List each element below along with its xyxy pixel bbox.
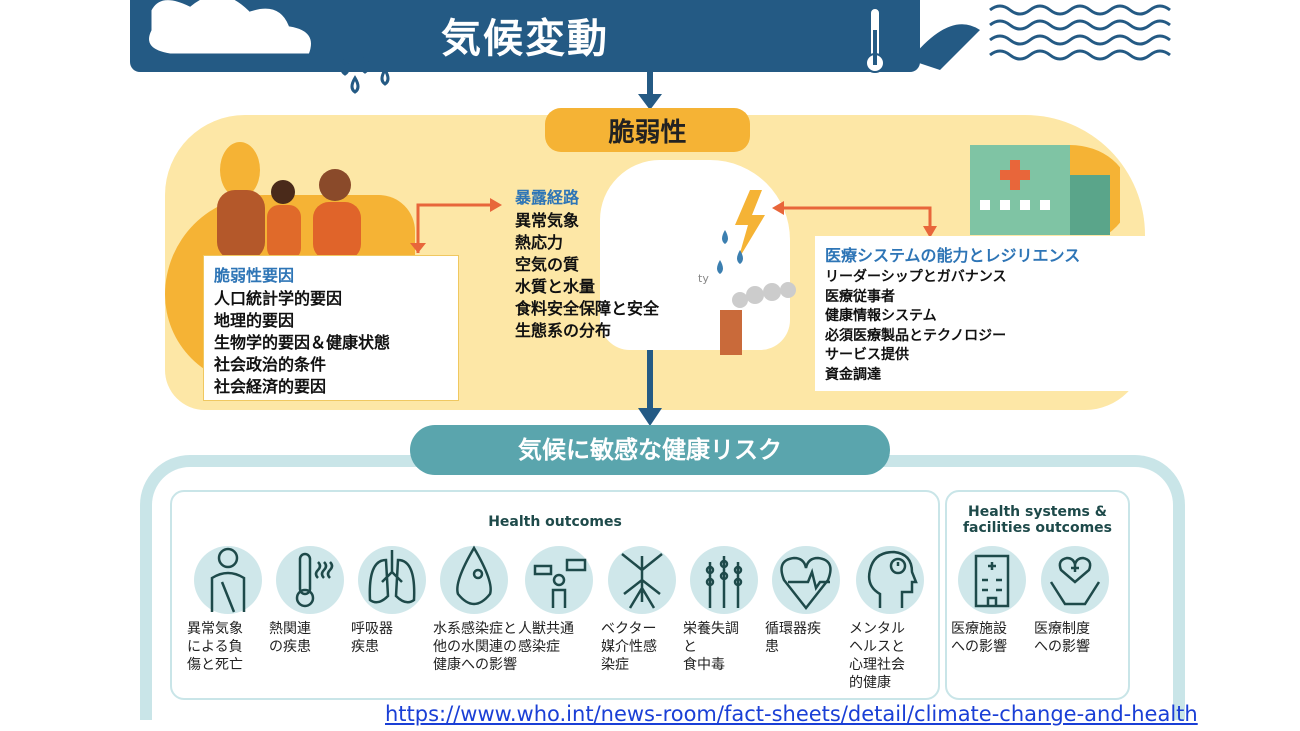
- outcome-item: 循環器疾 患: [764, 546, 848, 656]
- exposure-item: 生態系の分布: [515, 321, 612, 340]
- health-system-title: 医療システムの能力とレジリエンス: [825, 246, 1081, 265]
- health-system-item: 医療従事者: [825, 288, 895, 305]
- exposure-item: 空気の質: [515, 255, 580, 274]
- rain-cloud-icon: [146, 0, 390, 94]
- outcome-label: 人獣共通 感染症: [518, 621, 574, 655]
- outcome-item: 水系感染症と 他の水関連の 健康への影響: [432, 545, 517, 674]
- facility-outcomes-title: Health systems & facilities outcomes: [962, 504, 1113, 536]
- hospital-icon: [970, 145, 1120, 235]
- factor-item: 人口統計学的要因: [214, 289, 343, 308]
- exposure-item: 水質と水量: [515, 277, 596, 296]
- vulnerability-title: 脆弱性: [608, 118, 687, 148]
- zoonotic-icon: [525, 546, 593, 614]
- outcome-item: 医療制度 への影響: [1033, 546, 1117, 656]
- thermometer-icon: [865, 7, 885, 73]
- health-system-item: リーダーシップとガバナンス: [825, 269, 1007, 285]
- outcome-item: ベクター 媒介性感 染症: [600, 546, 684, 674]
- injury-icon: [194, 546, 262, 614]
- factor-item: 社会経済的要因: [214, 377, 327, 396]
- storm-factory-icon: [717, 190, 796, 355]
- exposure-title: 暴露経路: [515, 188, 580, 207]
- outcome-label: 栄養失調 と 食中毒: [683, 621, 739, 673]
- source-link[interactable]: https://www.who.int/news-room/fact-sheet…: [385, 702, 1198, 726]
- arrow-down-icon: [638, 70, 662, 110]
- care-hands-icon: [1041, 546, 1109, 614]
- factor-item: 地理的要因: [214, 311, 295, 330]
- lungs-icon: [358, 546, 426, 614]
- double-arrow-right-icon: [772, 201, 937, 238]
- health-system-item: 健康情報システム: [825, 308, 937, 324]
- exposure-pathways-box: 暴露経路 異常気象 熱応力 空気の質 水質と水量 食料安全保障と安全 生態系の分…: [505, 178, 700, 350]
- outcome-item: 熱関連 の疾患: [268, 546, 352, 656]
- waves-icon: [910, 4, 1171, 70]
- exposure-item: 異常気象: [515, 211, 580, 230]
- outcome-label: 医療施設 への影響: [951, 621, 1007, 655]
- vulnerability-tab: [545, 108, 750, 152]
- arrow-down-icon: [638, 350, 662, 426]
- health-outcomes-title: Health outcomes: [488, 514, 622, 530]
- outcome-label: 循環器疾 患: [765, 621, 821, 655]
- health-system-item: 資金調達: [825, 366, 881, 383]
- factor-item: 社会政治的条件: [214, 355, 327, 374]
- outcome-label: ベクター 媒介性感 染症: [601, 621, 657, 673]
- text-fragment: ty: [698, 272, 709, 285]
- people-illustration: [217, 142, 361, 260]
- hospital-icon: [958, 546, 1026, 614]
- health-system-item: 必須医療製品とテクノロジー: [825, 327, 1007, 344]
- exposure-item: 熱応力: [515, 233, 564, 252]
- water-drop-icon: [440, 545, 508, 614]
- outcome-item: 人獣共通 感染症: [517, 546, 601, 656]
- outcome-label: 水系感染症と 他の水関連の 健康への影響: [433, 621, 517, 673]
- vulnerability-factors-title: 脆弱性要因: [214, 266, 295, 285]
- health-system-capacity-box: 医療システムの能力とレジリエンス リーダーシップとガバナンス 医療従事者 健康情…: [815, 236, 1145, 391]
- outcome-item: 医療施設 への影響: [950, 546, 1034, 656]
- outcome-item: 栄養失調 と 食中毒: [682, 546, 766, 674]
- climate-health-risks-title: 気候に敏感な健康リスク: [410, 425, 890, 475]
- double-arrow-left-icon: [410, 198, 502, 253]
- factor-item: 生物学的要因＆健康状態: [214, 333, 391, 352]
- outcome-label: 異常気象 による負 傷と死亡: [187, 621, 243, 673]
- mosquito-icon: [608, 546, 676, 614]
- outcome-item: メンタル ヘルスと 心理社会 的健康: [848, 546, 932, 692]
- outcome-label: メンタル ヘルスと 心理社会 的健康: [849, 621, 905, 691]
- outcome-label: 熱関連 の疾患: [269, 621, 311, 655]
- outcome-item: 異常気象 による負 傷と死亡: [186, 546, 270, 674]
- health-system-item: サービス提供: [825, 347, 909, 363]
- exposure-item: 食料安全保障と安全: [515, 299, 660, 318]
- thermometer-icon: [276, 546, 344, 614]
- outcome-item: 呼吸器 疾患: [350, 546, 434, 656]
- outcome-label: 呼吸器 疾患: [351, 621, 393, 655]
- heart-icon: [772, 546, 840, 614]
- mental-health-icon: [856, 546, 924, 614]
- page-title: 気候変動: [441, 16, 609, 62]
- grain-icon: [690, 546, 758, 614]
- outcome-label: 医療制度 への影響: [1034, 621, 1090, 655]
- vulnerability-factors-box: 脆弱性要因 人口統計学的要因 地理的要因 生物学的要因＆健康状態 社会政治的条件…: [203, 255, 459, 401]
